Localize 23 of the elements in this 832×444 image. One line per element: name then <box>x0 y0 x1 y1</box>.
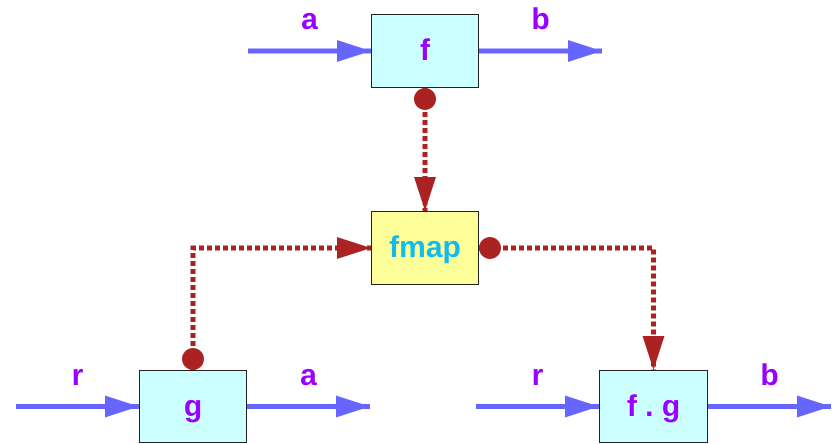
arrow <box>479 237 664 370</box>
edge-label: b <box>760 358 779 392</box>
edge-label: b <box>531 3 550 37</box>
edge-label: a <box>300 358 317 392</box>
box-label: fmap <box>389 231 461 265</box>
edge-label: r <box>532 358 544 392</box>
process-box <box>371 14 479 88</box>
process-box <box>599 370 708 443</box>
arrow <box>476 396 599 418</box>
edge-label: a <box>301 3 318 37</box>
arrow <box>414 88 436 211</box>
arrow <box>479 40 602 62</box>
arrow <box>247 396 370 418</box>
arrow <box>708 396 831 418</box>
box-label: f . g <box>626 390 680 424</box>
edge-label: r <box>72 358 84 392</box>
box-label: g <box>184 390 202 424</box>
process-box <box>139 370 247 443</box>
arrow <box>182 237 371 370</box>
arrow <box>16 396 139 418</box>
box-label: f <box>420 34 430 68</box>
process-box <box>371 211 479 285</box>
arrow <box>248 40 371 62</box>
